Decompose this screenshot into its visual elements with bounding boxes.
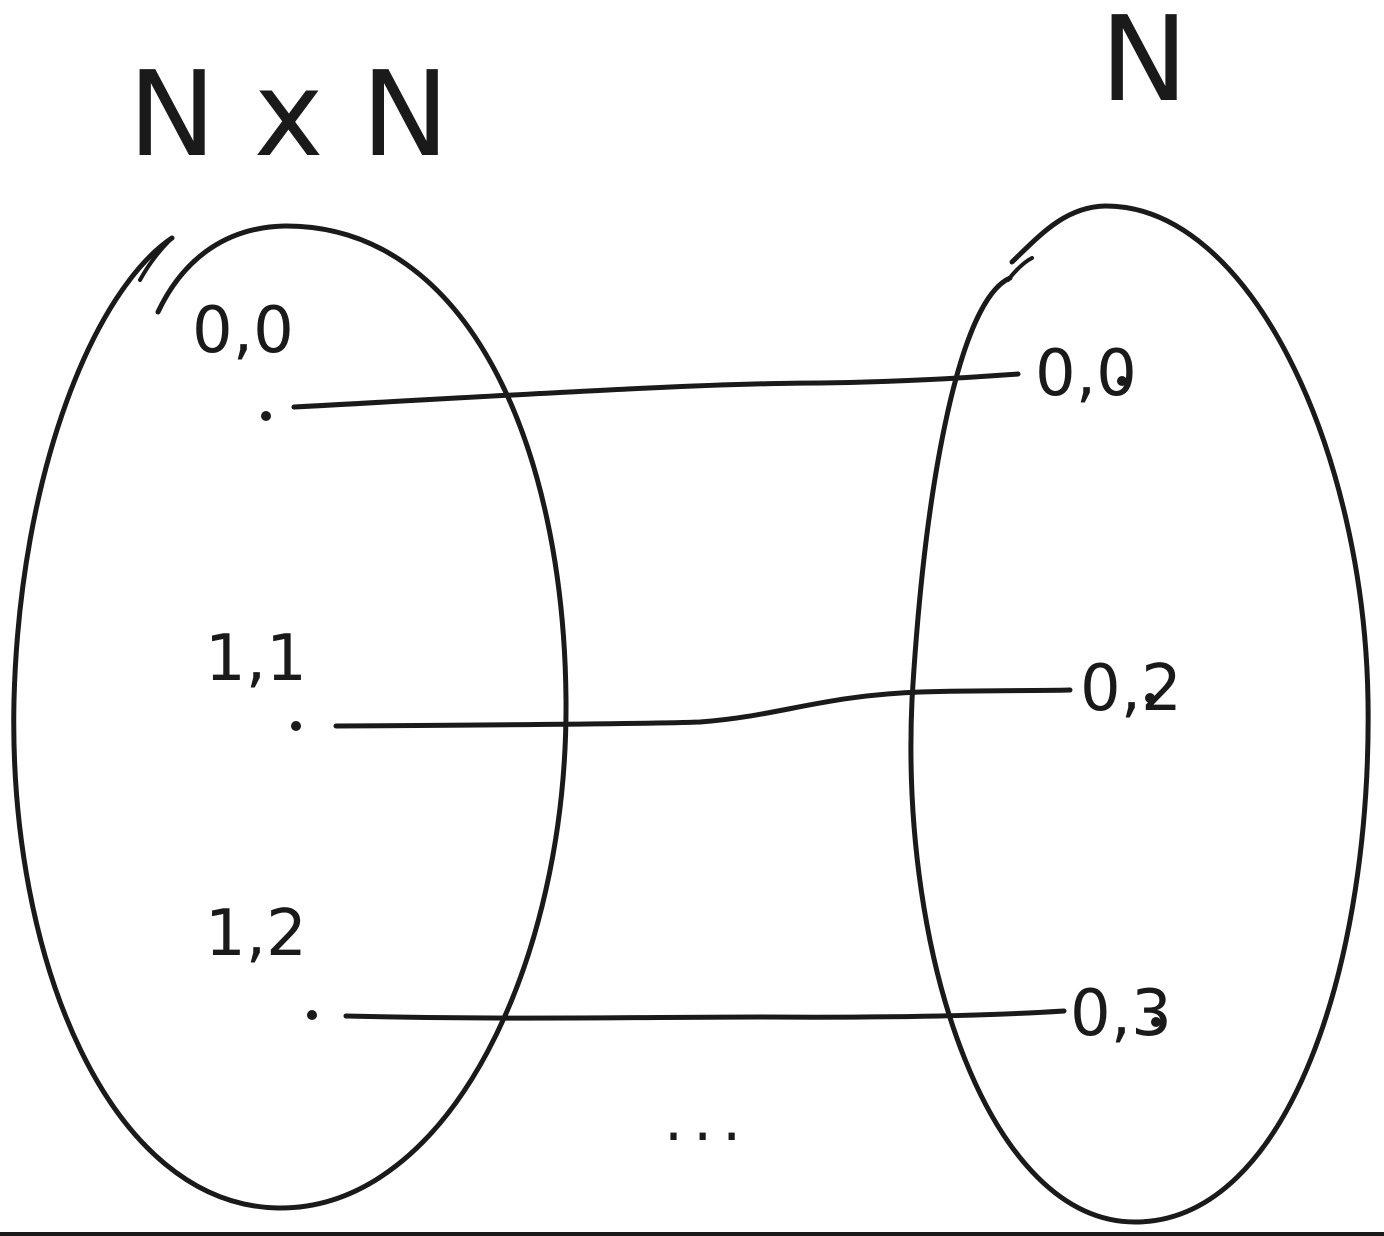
domain-element-point-1 [291,721,301,731]
bottom-border [0,1232,1384,1236]
mapping-line-2 [343,1008,1067,1021]
domain-element-point-2 [307,1010,317,1020]
domain-set-title: N x N [128,45,449,183]
domain-element-label-1: 1,1 [205,622,307,696]
domain-set-ellipse-overlap [138,236,174,282]
domain-set-ellipse [11,223,569,1211]
codomain-element-label-1: 0,2 [1080,652,1182,726]
domain-element-label-0: 0,0 [192,294,294,368]
codomain-element-label-0: 0,0 [1035,337,1137,411]
codomain-element-point-1 [1145,693,1155,703]
domain-element-label-2: 1,2 [205,897,307,971]
codomain-element-point-0 [1117,376,1127,386]
domain-element-point-0 [261,411,271,421]
codomain-element-point-2 [1151,1017,1161,1027]
mapping-line-1 [333,687,1073,729]
mapping-line-0 [291,371,1021,410]
codomain-element-label-2: 0,3 [1070,977,1172,1051]
codomain-set-ellipse-overlap [1006,256,1034,282]
codomain-set-ellipse [908,203,1371,1225]
codomain-set-title: N [1100,0,1188,128]
continuation-ellipsis: ... [664,1085,751,1155]
